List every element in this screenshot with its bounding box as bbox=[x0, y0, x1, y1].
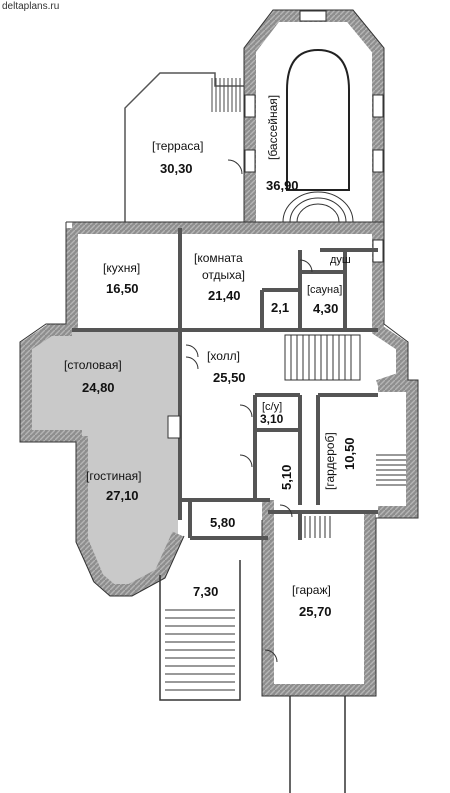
fireplace bbox=[167, 415, 181, 439]
terrace-area: 30,30 bbox=[160, 161, 193, 176]
sauna-name: [сауна] bbox=[307, 284, 342, 296]
pool-area: 36,90 bbox=[266, 178, 299, 193]
garage-stairs bbox=[304, 516, 331, 538]
terrace-outline bbox=[124, 72, 250, 222]
porch-stairs bbox=[165, 609, 235, 691]
hall-name: [холл] bbox=[207, 349, 240, 363]
porch-area: 7,30 bbox=[193, 584, 218, 599]
living-area: 27,10 bbox=[106, 488, 139, 503]
sauna-area: 4,30 bbox=[313, 301, 338, 316]
interior-walls bbox=[72, 228, 378, 540]
porch-outline bbox=[159, 560, 241, 701]
pool-basin bbox=[286, 48, 350, 191]
dining-area: 24,80 bbox=[82, 380, 115, 395]
pool-name: [бассейная] bbox=[266, 95, 280, 160]
wc-area: 3,10 bbox=[260, 412, 284, 426]
vestibule-area: 5,80 bbox=[210, 515, 235, 530]
rest-room-area: 21,40 bbox=[208, 288, 241, 303]
wardrobe-name: [гардероб] bbox=[323, 432, 337, 490]
living-name: [гостиная] bbox=[86, 469, 141, 483]
terrace-stairs bbox=[211, 78, 249, 112]
main-walls-outline bbox=[19, 221, 419, 697]
shower-name: душ bbox=[330, 254, 351, 266]
garage-area: 25,70 bbox=[299, 604, 332, 619]
rest-room-name-line2: отдыха] bbox=[202, 268, 245, 282]
small-room-area: 2,1 bbox=[271, 300, 289, 315]
driveway bbox=[289, 696, 346, 793]
site-watermark: deltaplans.ru bbox=[2, 1, 60, 12]
garage-name: [гараж] bbox=[292, 583, 331, 597]
corridor-area: 5,10 bbox=[279, 465, 294, 490]
terrace-name: [терраса] bbox=[152, 139, 203, 153]
side-stairs bbox=[376, 454, 406, 486]
pool-steps bbox=[282, 191, 354, 223]
wc-name: [с/у] bbox=[262, 401, 282, 413]
main-walls bbox=[20, 222, 418, 696]
hall-area: 25,50 bbox=[213, 370, 246, 385]
kitchen-area: 16,50 bbox=[106, 281, 139, 296]
doors bbox=[185, 159, 313, 663]
pool-tower-walls-outline bbox=[243, 9, 385, 320]
rest-room-name-line1: [комната bbox=[194, 251, 243, 265]
wardrobe-area: 10,50 bbox=[342, 437, 357, 470]
kitchen-name: [кухня] bbox=[103, 261, 140, 275]
dining-name: [столовая] bbox=[64, 358, 122, 372]
dining-living-floor bbox=[28, 328, 178, 588]
hall-stairs bbox=[284, 334, 361, 381]
